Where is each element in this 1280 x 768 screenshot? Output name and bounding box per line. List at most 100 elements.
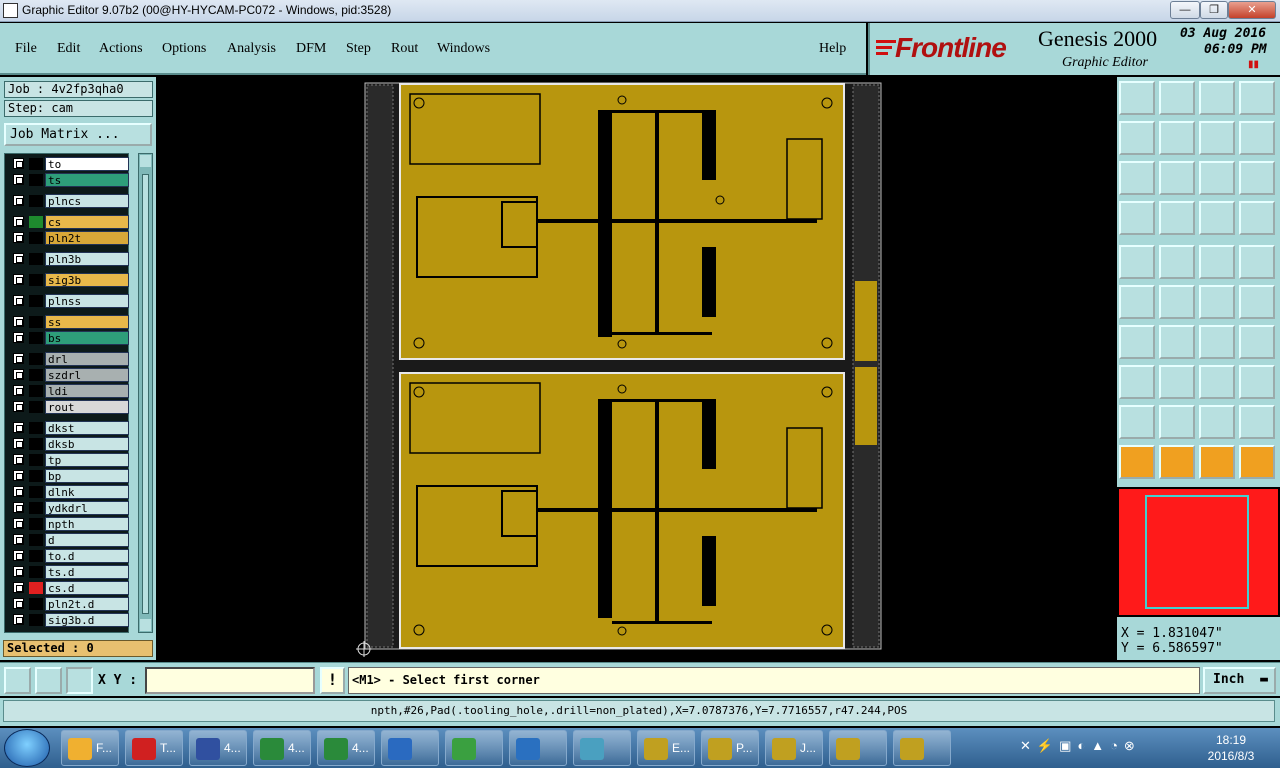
layer-checkbox[interactable] bbox=[13, 253, 24, 264]
layer-row-plnss[interactable]: plnss bbox=[10, 294, 130, 308]
route-icon[interactable] bbox=[1239, 445, 1275, 479]
layer-checkbox[interactable] bbox=[13, 174, 24, 185]
scale-icon[interactable] bbox=[1199, 161, 1235, 195]
layer-checkbox[interactable] bbox=[13, 566, 24, 577]
layer-checkbox[interactable] bbox=[13, 486, 24, 497]
scroll-down-icon[interactable] bbox=[140, 619, 151, 631]
home-icon[interactable] bbox=[1199, 81, 1235, 115]
layer-checkbox[interactable] bbox=[13, 216, 24, 227]
pad-icon[interactable] bbox=[1119, 245, 1155, 279]
layer-name[interactable]: sig3b.d bbox=[45, 613, 129, 627]
taskbar-app-5[interactable]: 4... bbox=[317, 730, 375, 766]
layer-scrollbar[interactable] bbox=[138, 153, 153, 633]
overview-preview[interactable] bbox=[1117, 487, 1280, 617]
layer-row-bp[interactable]: bp bbox=[10, 469, 130, 483]
layer-name[interactable]: dksb bbox=[45, 437, 129, 451]
center-icon[interactable] bbox=[1159, 161, 1195, 195]
layer-row-pln2t-d[interactable]: pln2t.d bbox=[10, 597, 130, 611]
layer-row-sig3b-d[interactable]: sig3b.d bbox=[10, 613, 130, 627]
layer-name[interactable]: tp bbox=[45, 453, 129, 467]
layer-name[interactable]: npth bbox=[45, 517, 129, 531]
layer-row-plncs[interactable]: plncs bbox=[10, 194, 130, 208]
minimize-button[interactable]: — bbox=[1170, 1, 1200, 19]
filter-icon[interactable] bbox=[1199, 201, 1235, 235]
layer-name[interactable]: pln2t bbox=[45, 231, 129, 245]
layer-row-to-d[interactable]: to.d bbox=[10, 549, 130, 563]
mirror-icon[interactable] bbox=[1239, 325, 1275, 359]
scroll-thumb[interactable] bbox=[142, 174, 149, 614]
layer-row-tp[interactable]: tp bbox=[10, 453, 130, 467]
close-button[interactable]: ✕ bbox=[1228, 1, 1276, 19]
measure-icon[interactable] bbox=[1119, 201, 1155, 235]
layer-name[interactable]: to bbox=[45, 157, 129, 171]
layer-row-cs[interactable]: cs bbox=[10, 215, 130, 229]
layer-checkbox[interactable] bbox=[13, 232, 24, 243]
undo-icon[interactable] bbox=[1199, 121, 1235, 155]
layer-name[interactable]: drl bbox=[45, 352, 129, 366]
open-step-icon[interactable] bbox=[1119, 81, 1155, 115]
pause-icon[interactable]: ▮▮ bbox=[1248, 59, 1260, 70]
title-bar[interactable]: Graphic Editor 9.07b2 (00@HY-HYCAM-PC072… bbox=[0, 0, 1280, 22]
layer-row-dkst[interactable]: dkst bbox=[10, 421, 130, 435]
layer-name[interactable]: szdrl bbox=[45, 368, 129, 382]
menu-dfm[interactable]: DFM bbox=[296, 41, 327, 56]
layer-row-to[interactable]: to bbox=[10, 157, 130, 171]
layer-name[interactable]: plnss bbox=[45, 294, 129, 308]
resize-icon[interactable] bbox=[1119, 365, 1155, 399]
layer-checkbox[interactable] bbox=[13, 316, 24, 327]
window-icon[interactable] bbox=[1239, 81, 1275, 115]
layer-row-drl[interactable]: drl bbox=[10, 352, 130, 366]
line-icon[interactable] bbox=[1119, 325, 1155, 359]
wide-arch-icon[interactable] bbox=[1239, 405, 1275, 439]
layer-checkbox[interactable] bbox=[13, 422, 24, 433]
layer-checkbox[interactable] bbox=[13, 158, 24, 169]
layer-row-ts-d[interactable]: ts.d bbox=[10, 565, 130, 579]
move-icon[interactable] bbox=[1199, 285, 1235, 319]
layer-name[interactable]: bp bbox=[45, 469, 129, 483]
layer-checkbox[interactable] bbox=[13, 274, 24, 285]
layer-checkbox[interactable] bbox=[13, 550, 24, 561]
menu-options[interactable]: Options bbox=[162, 41, 207, 56]
graphic-canvas[interactable] bbox=[157, 77, 1115, 660]
layer-row-ydkdrl[interactable]: ydkdrl bbox=[10, 501, 130, 515]
save-icon[interactable] bbox=[1159, 81, 1195, 115]
taskbar-app-3[interactable]: 4... bbox=[189, 730, 247, 766]
menu-actions[interactable]: Actions bbox=[99, 41, 143, 56]
layer-name[interactable]: pln3b bbox=[45, 252, 129, 266]
taskbar-app-14[interactable] bbox=[893, 730, 951, 766]
ruler-icon[interactable] bbox=[1199, 245, 1235, 279]
zoom-out-icon[interactable] bbox=[1159, 121, 1195, 155]
angle-icon[interactable] bbox=[35, 667, 62, 694]
menu-rout[interactable]: Rout bbox=[391, 41, 419, 56]
span-icon[interactable] bbox=[1199, 365, 1235, 399]
layer-checkbox[interactable] bbox=[13, 332, 24, 343]
select-icon[interactable] bbox=[1119, 445, 1155, 479]
triangle-icon[interactable] bbox=[1119, 405, 1155, 439]
copy-icon[interactable] bbox=[1239, 285, 1275, 319]
pointer-icon[interactable] bbox=[1159, 445, 1195, 479]
group-icon[interactable] bbox=[1239, 365, 1275, 399]
filter-alt-icon[interactable] bbox=[1239, 201, 1275, 235]
pcb-view[interactable] bbox=[157, 77, 1115, 660]
taskbar-app-2[interactable]: T... bbox=[125, 730, 183, 766]
taskbar-app-10[interactable]: E... bbox=[637, 730, 695, 766]
taskbar-app-4[interactable]: 4... bbox=[253, 730, 311, 766]
taskbar-app-8[interactable] bbox=[509, 730, 567, 766]
layer-checkbox[interactable] bbox=[13, 438, 24, 449]
fit-icon[interactable] bbox=[1119, 161, 1155, 195]
layer-checkbox[interactable] bbox=[13, 470, 24, 481]
layer-name[interactable]: pln2t.d bbox=[45, 597, 129, 611]
layer-row-dlnk[interactable]: dlnk bbox=[10, 485, 130, 499]
taskbar-app-7[interactable] bbox=[445, 730, 503, 766]
taskbar-app-6[interactable] bbox=[381, 730, 439, 766]
layer-checkbox[interactable] bbox=[13, 353, 24, 364]
layer-name[interactable]: ydkdrl bbox=[45, 501, 129, 515]
layer-name[interactable]: to.d bbox=[45, 549, 129, 563]
layer-name[interactable]: bs bbox=[45, 331, 129, 345]
layer-name[interactable]: sig3b bbox=[45, 273, 129, 287]
layer-row-npth[interactable]: npth bbox=[10, 517, 130, 531]
help-icon[interactable] bbox=[1239, 161, 1275, 195]
layer-name[interactable]: d bbox=[45, 533, 129, 547]
layer-name[interactable]: ss bbox=[45, 315, 129, 329]
scroll-up-icon[interactable] bbox=[140, 155, 151, 167]
